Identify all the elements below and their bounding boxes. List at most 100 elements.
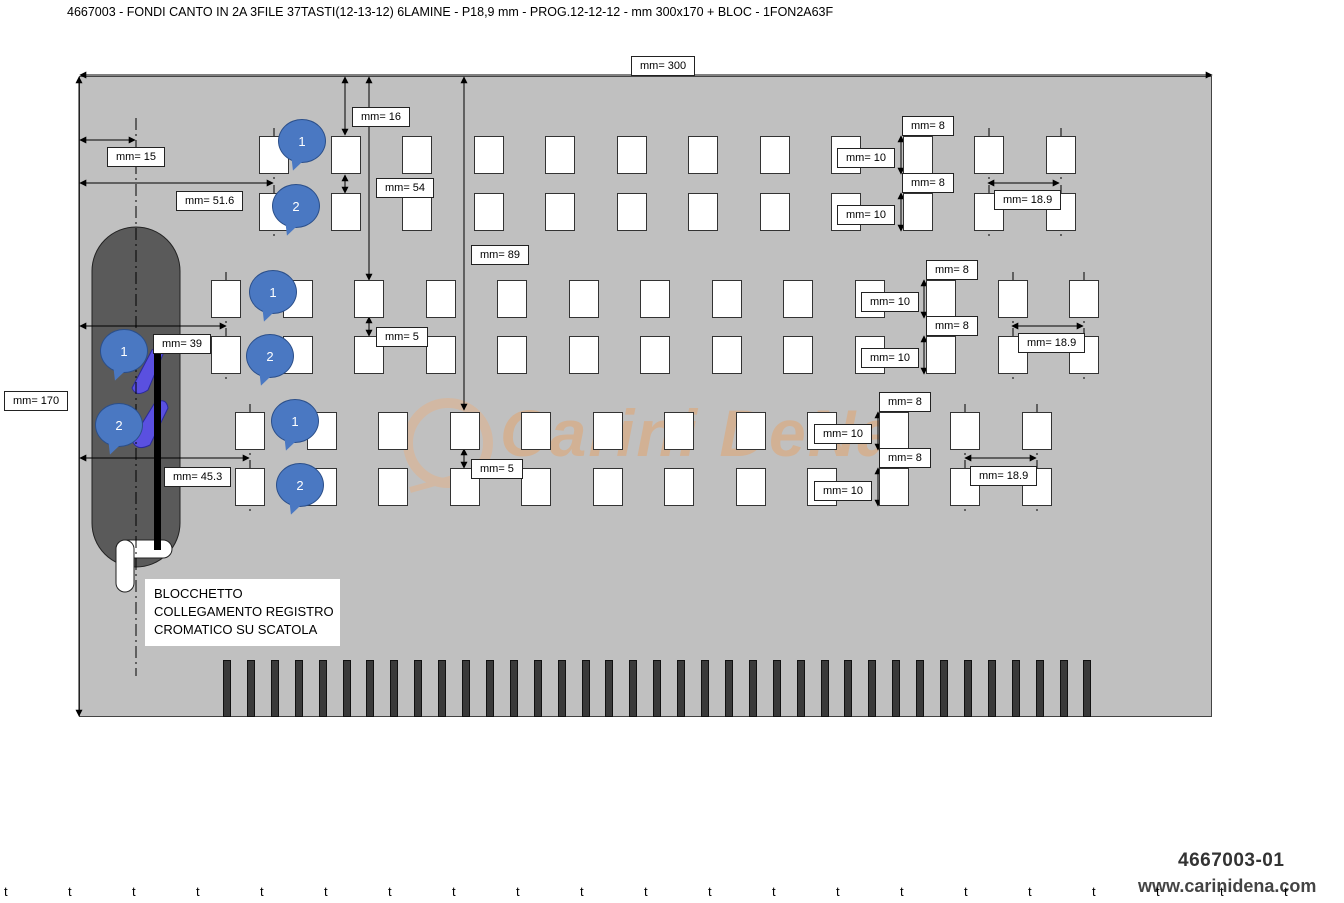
reed-slot xyxy=(414,660,422,717)
key-hole xyxy=(617,193,647,231)
reed-slot xyxy=(319,660,327,717)
reed-slot xyxy=(1083,660,1091,717)
drawing-code: 4667003-01 xyxy=(1178,850,1285,871)
reed-slot xyxy=(582,660,590,717)
reed-slot xyxy=(725,660,733,717)
footer-t-mark: t xyxy=(4,884,8,899)
dim-label-row3-8b: mm= 8 xyxy=(879,448,931,468)
bubble-row3-lower: 2 xyxy=(276,463,324,507)
footer-t-mark: t xyxy=(452,884,456,899)
footer-t-mark: t xyxy=(1092,884,1096,899)
reed-slot xyxy=(821,660,829,717)
reed-slot xyxy=(916,660,924,717)
reed-slot xyxy=(701,660,709,717)
key-hole xyxy=(617,136,647,174)
footer-t-mark: t xyxy=(900,884,904,899)
reed-slot xyxy=(749,660,757,717)
footer-t-mark: t xyxy=(1284,884,1288,899)
key-hole xyxy=(569,336,599,374)
website-link[interactable]: www.carinidena.com xyxy=(1138,876,1317,896)
footer-t-mark: t xyxy=(324,884,328,899)
dim-label-width: mm= 300 xyxy=(631,56,696,76)
key-hole xyxy=(926,336,956,374)
diagram-title: 4667003 - FONDI CANTO IN 2A 3FILE 37TAST… xyxy=(67,5,834,19)
bubble-row3-upper: 1 xyxy=(271,399,319,443)
reed-slot xyxy=(773,660,781,717)
key-hole xyxy=(474,193,504,231)
key-hole xyxy=(354,280,384,318)
block-note-line3: CROMATICO SU SCATOLA xyxy=(154,622,318,637)
key-hole xyxy=(664,468,694,506)
reed-slot xyxy=(844,660,852,717)
dim-label-5-row2: mm= 5 xyxy=(376,327,428,347)
key-hole xyxy=(521,468,551,506)
reed-slot xyxy=(653,660,661,717)
key-hole xyxy=(545,136,575,174)
block-note-line1: BLOCCHETTO xyxy=(154,586,243,601)
reed-slot xyxy=(629,660,637,717)
reed-slot xyxy=(271,660,279,717)
bubble-row2-lower: 2 xyxy=(246,334,294,378)
bubble-row1-lower: 2 xyxy=(272,184,320,228)
footer-t-mark: t xyxy=(388,884,392,899)
reed-slot xyxy=(510,660,518,717)
reed-slot xyxy=(558,660,566,717)
key-hole xyxy=(736,468,766,506)
footer-t-mark: t xyxy=(132,884,136,899)
dim-label-height: mm= 170 xyxy=(4,391,69,411)
key-hole xyxy=(426,336,456,374)
footer-t-mark: t xyxy=(964,884,968,899)
footer-t-mark: t xyxy=(516,884,520,899)
key-hole xyxy=(497,336,527,374)
key-hole xyxy=(211,336,241,374)
footer-t-mark: t xyxy=(836,884,840,899)
key-hole xyxy=(1046,136,1076,174)
dim-label-row2-8a: mm= 8 xyxy=(926,260,978,280)
footer-t-mark: t xyxy=(708,884,712,899)
dim-label-row3-10a: mm= 10 xyxy=(814,424,873,444)
dim-label-row2-10b: mm= 10 xyxy=(861,348,920,368)
dim-label-89: mm= 89 xyxy=(471,245,530,265)
dim-label-45-3: mm= 45.3 xyxy=(164,467,232,487)
key-hole xyxy=(474,136,504,174)
footer-t-mark: t xyxy=(1220,884,1224,899)
key-hole xyxy=(450,412,480,450)
key-hole xyxy=(712,336,742,374)
footer-t-mark: t xyxy=(772,884,776,899)
key-hole xyxy=(307,412,337,450)
key-hole xyxy=(402,193,432,231)
key-hole xyxy=(235,468,265,506)
dim-label-row1-18-9: mm= 18.9 xyxy=(994,190,1062,210)
key-hole xyxy=(974,136,1004,174)
dim-label-16: mm= 16 xyxy=(352,107,411,127)
bubble-link-lower: 2 xyxy=(95,403,143,447)
key-hole xyxy=(331,136,361,174)
key-hole xyxy=(879,412,909,450)
dim-label-row2-8b: mm= 8 xyxy=(926,316,978,336)
dim-label-row1-8b: mm= 8 xyxy=(902,173,954,193)
key-hole xyxy=(688,136,718,174)
dimension-lines xyxy=(75,71,1213,717)
reed-slot xyxy=(892,660,900,717)
block-rod xyxy=(115,344,173,593)
bubble-row2-upper: 1 xyxy=(249,270,297,314)
dim-label-row1-10a: mm= 10 xyxy=(837,148,896,168)
key-hole xyxy=(235,412,265,450)
key-hole xyxy=(521,412,551,450)
reed-slot xyxy=(868,660,876,717)
reed-slot xyxy=(247,660,255,717)
reed-slot xyxy=(343,660,351,717)
key-hole xyxy=(378,468,408,506)
key-hole xyxy=(903,193,933,231)
reed-slot xyxy=(1036,660,1044,717)
key-hole xyxy=(1069,280,1099,318)
footer-t-mark: t xyxy=(1028,884,1032,899)
reed-slot xyxy=(964,660,972,717)
dim-label-row2-18-9: mm= 18.9 xyxy=(1018,333,1086,353)
reed-slot xyxy=(605,660,613,717)
dim-label-row1-8a: mm= 8 xyxy=(902,116,954,136)
key-hole xyxy=(736,412,766,450)
reed-slot xyxy=(677,660,685,717)
key-hole xyxy=(402,136,432,174)
key-hole xyxy=(760,193,790,231)
